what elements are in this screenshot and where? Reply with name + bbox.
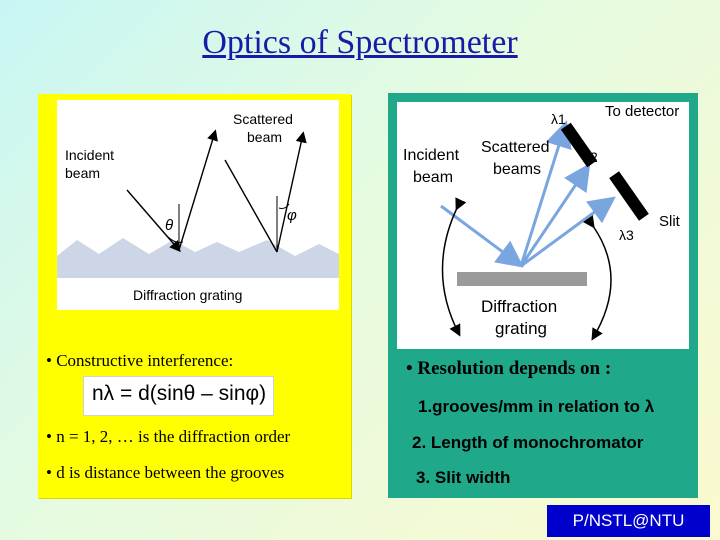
slit-label: Slit: [659, 213, 681, 230]
resolution-item-2: 2. Length of monochromator: [412, 433, 644, 452]
scattered-beam-3: [520, 196, 616, 268]
incident-label: Incident: [65, 147, 114, 163]
incident-ray-2: [224, 159, 278, 253]
slit-bar: [609, 171, 649, 221]
beam-label: beam: [413, 169, 453, 186]
grating-plate: [457, 272, 587, 286]
incident-ray: [126, 189, 181, 253]
scattered-label-2: beam: [247, 129, 282, 145]
phi-arc: [278, 203, 290, 209]
beams-label: beams: [493, 161, 541, 178]
rotation-arrow-left: [441, 197, 467, 337]
scattered-beam-2: [519, 163, 591, 267]
left-panel: Scattered beam Incident beam θ φ Diffrac…: [38, 94, 351, 498]
constructive-interference-bullet: • Constructive interference:: [46, 351, 234, 370]
footer-badge: P/NSTL@NTU: [547, 505, 710, 537]
resolution-heading: • Resolution depends on :: [406, 358, 612, 379]
incident-label-2: beam: [65, 165, 100, 181]
resolution-item-3: 3. Slit width: [416, 468, 511, 487]
page-title: Optics of Spectrometer: [202, 24, 518, 61]
detector-bar: [560, 122, 598, 168]
theta-arc: [166, 235, 184, 243]
scattered-label: Scattered: [481, 139, 549, 156]
phi-label: φ: [287, 207, 297, 224]
lambda2-label: λ2: [583, 149, 598, 165]
resolution-item-1: 1.grooves/mm in relation to λ: [418, 397, 655, 416]
grating-equation: nλ = d(sinθ – sinφ): [92, 382, 267, 405]
monochromator-diagram: To detector λ1 λ2 λ3 Incident beam Scatt…: [403, 103, 681, 341]
grating-caption: Diffraction grating: [133, 287, 242, 303]
scattered-ray-2: [276, 131, 307, 253]
right-panel: To detector λ1 λ2 λ3 Incident beam Scatt…: [388, 93, 698, 498]
rotation-arrow-right: [582, 215, 612, 341]
order-bullet: • n = 1, 2, … is the diffraction order: [46, 427, 291, 446]
to-detector-label: To detector: [605, 103, 679, 120]
incident-label: Incident: [403, 147, 460, 164]
grating-label: grating: [495, 319, 547, 338]
grating-diagram: Scattered beam Incident beam θ φ Diffrac…: [57, 111, 339, 303]
diffraction-grating-figure: Scattered beam Incident beam θ φ Diffrac…: [57, 100, 339, 310]
scattered-beam-1: [519, 120, 572, 267]
scattered-label: Scattered: [233, 111, 293, 127]
lambda1-label: λ1: [551, 111, 566, 127]
formula-box: nλ = d(sinθ – sinφ): [83, 376, 274, 416]
incident-beam-ray: [440, 204, 524, 268]
theta-label: θ: [165, 217, 173, 234]
grating-surface: [57, 238, 339, 278]
scattered-ray-1: [178, 129, 218, 251]
diffraction-label: Diffraction: [481, 297, 557, 316]
lambda3-label: λ3: [619, 227, 634, 243]
monochromator-figure: To detector λ1 λ2 λ3 Incident beam Scatt…: [397, 102, 689, 349]
groove-distance-bullet: • d is distance between the grooves: [46, 463, 285, 482]
